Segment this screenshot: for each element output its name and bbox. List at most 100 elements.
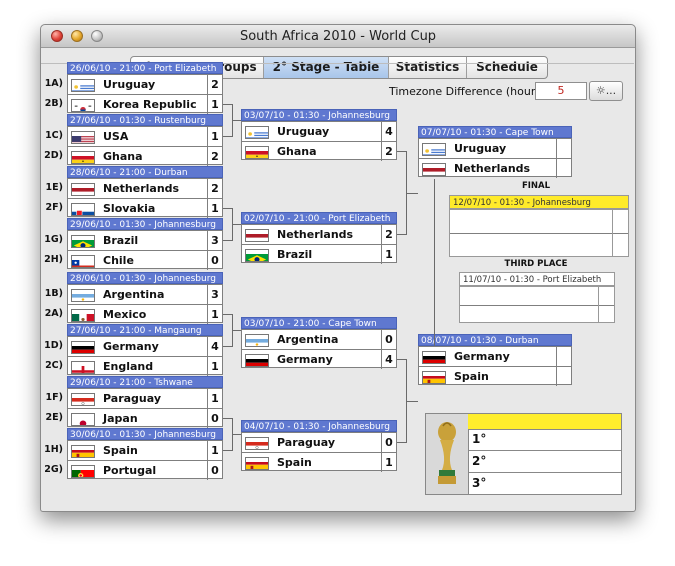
- team-score: 1: [207, 199, 222, 218]
- minimize-window-button[interactable]: [71, 30, 83, 42]
- flag-icon-chile: [71, 255, 95, 268]
- team-name: Netherlands: [103, 182, 180, 195]
- row-separator: [68, 304, 222, 305]
- timezone-options-button[interactable]: ☼...: [589, 81, 623, 101]
- team-name: Germany: [103, 340, 159, 353]
- r16-match-3-header: 28/06/10 - 21:00 - Durban: [67, 166, 223, 178]
- seed-label: 2D): [44, 150, 63, 161]
- bracket-connector: [223, 314, 233, 347]
- timezone-label: Timezone Difference (hours):: [389, 85, 550, 98]
- r16-match-6-header: 27/06/10 - 21:00 - Mangaung: [67, 324, 223, 336]
- seed-label: 2G): [44, 464, 63, 475]
- timezone-options-label: ...: [605, 84, 617, 97]
- final-match-header: 12/07/10 - 01:30 - Johannesburg: [449, 195, 629, 209]
- zoom-window-button[interactable]: [91, 30, 103, 42]
- team-score: 0: [207, 409, 222, 428]
- team-row[interactable]: Uruguay: [419, 139, 571, 158]
- close-window-button[interactable]: [51, 30, 63, 42]
- bracket-panel: [41, 63, 634, 511]
- flag-icon-spain: [71, 445, 95, 458]
- team-name: Mexico: [103, 308, 147, 321]
- seed-label: 2A): [44, 308, 63, 319]
- bracket-connector: [233, 330, 241, 331]
- seed-label: 1G): [44, 234, 63, 245]
- team-row[interactable]: Japan 0: [68, 409, 222, 428]
- row-separator: [68, 356, 222, 357]
- row-separator: [68, 408, 222, 409]
- seed-label: 1A): [44, 78, 63, 89]
- seed-label: 2F): [45, 202, 63, 213]
- team-row[interactable]: Spain: [419, 367, 571, 386]
- team-name: Germany: [277, 353, 333, 366]
- team-name: Brazil: [277, 248, 313, 261]
- qf-match-1-header: 03/07/10 - 01:30 - Johannesburg: [241, 109, 397, 121]
- team-score: 1: [381, 245, 396, 264]
- team-name: Paraguay: [277, 436, 335, 449]
- team-name: Argentina: [277, 333, 339, 346]
- r16-match-1-header: 26/06/10 - 21:00 - Port Elizabeth: [67, 62, 223, 74]
- seed-label: 1C): [45, 130, 63, 141]
- qf-match-3-header: 03/07/10 - 21:00 - Cape Town: [241, 317, 397, 329]
- team-name: Portugal: [103, 464, 157, 477]
- flag-icon-paraguay: [71, 393, 95, 406]
- row-separator: [419, 366, 571, 367]
- team-row[interactable]: Netherlands: [419, 159, 571, 178]
- flag-icon-netherlands: [422, 163, 446, 176]
- team-name: Japan: [103, 412, 138, 425]
- team-score: [556, 139, 571, 158]
- bracket-connector: [407, 193, 418, 194]
- timezone-input[interactable]: 5: [535, 82, 587, 100]
- podium-first: 1°: [468, 429, 621, 451]
- team-row[interactable]: Brazil 1: [242, 245, 396, 264]
- team-score: 1: [207, 95, 222, 114]
- team-row[interactable]: Slovakia 1: [68, 199, 222, 218]
- team-name: Argentina: [103, 288, 165, 301]
- first-place-label: 1°: [472, 432, 487, 446]
- team-name: Spain: [277, 456, 312, 469]
- flag-icon-spain: [245, 457, 269, 470]
- bracket-connector: [223, 208, 233, 241]
- team-score: [556, 347, 571, 366]
- row-separator: [242, 452, 396, 453]
- team-row[interactable]: Germany: [419, 347, 571, 366]
- row-separator: [68, 198, 222, 199]
- team-name: Slovakia: [103, 202, 156, 215]
- team-score: 4: [381, 122, 396, 141]
- flag-icon-germany: [71, 341, 95, 354]
